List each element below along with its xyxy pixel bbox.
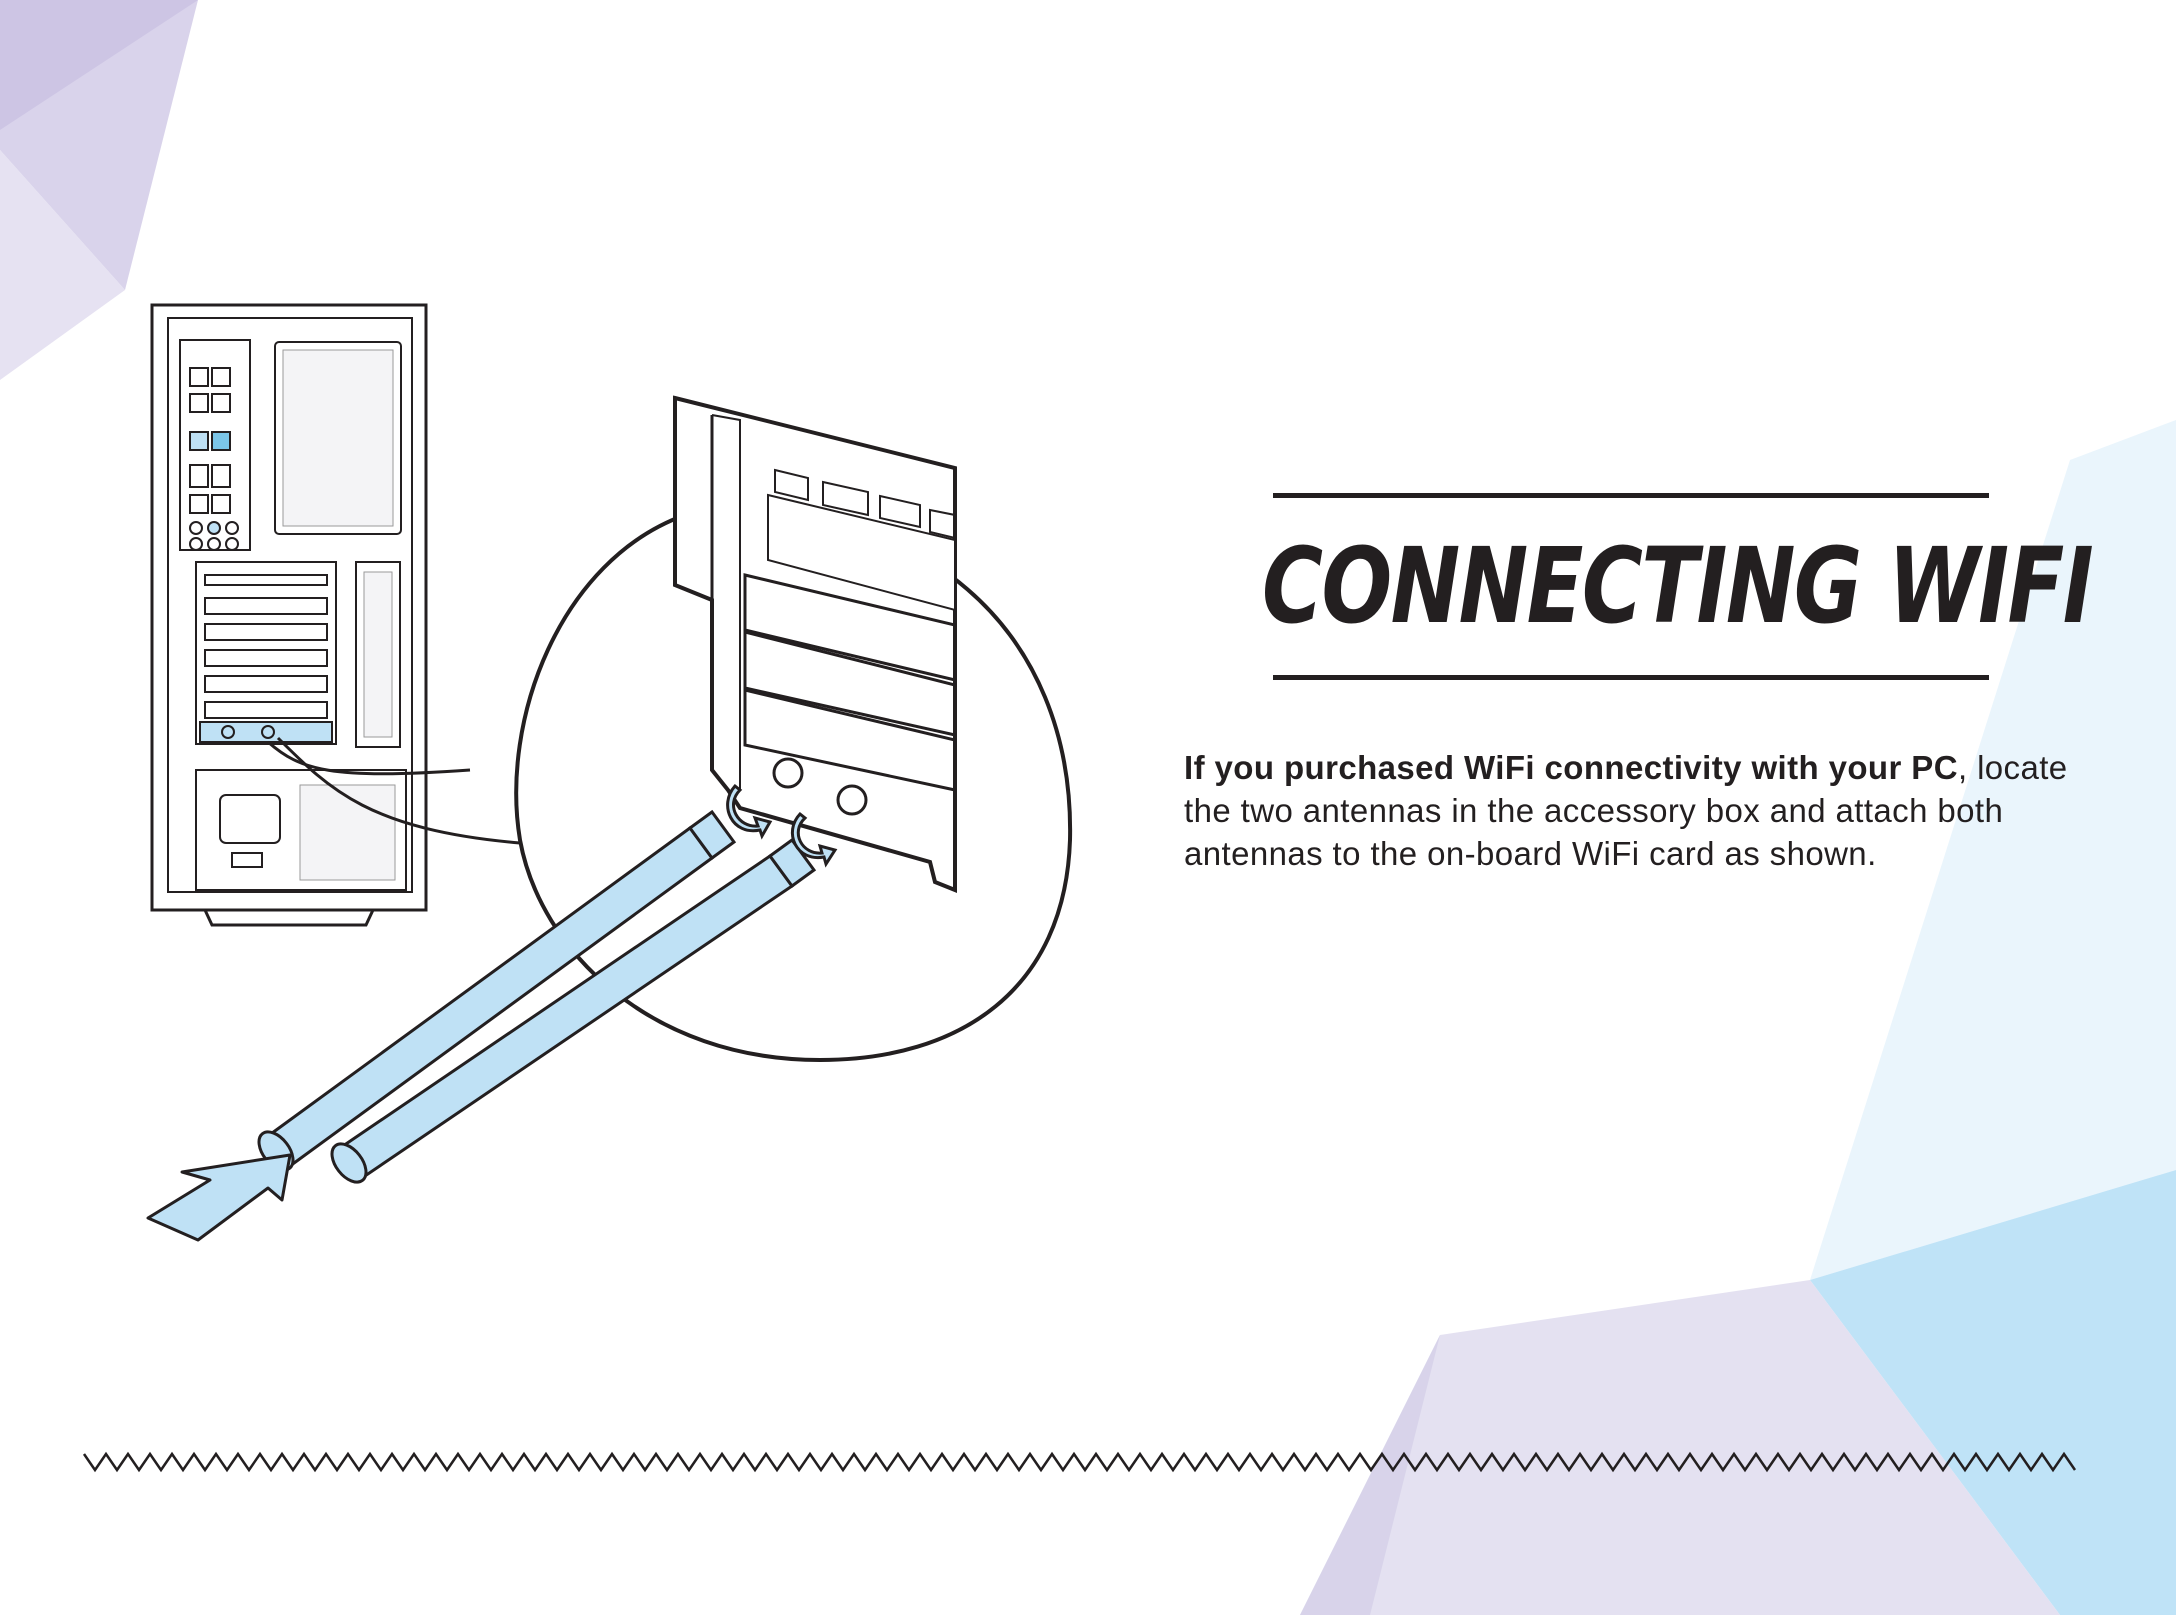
instructions-text: If you purchased WiFi connectivity with … <box>1184 746 2124 875</box>
instructions-bold: If you purchased WiFi connectivity with … <box>1184 749 1958 786</box>
zigzag-divider <box>82 1451 2077 1473</box>
callout-leader <box>276 736 521 845</box>
pc-tower-rear <box>150 303 428 927</box>
page-title: CONNECTING WIFI <box>1262 525 2094 647</box>
title-rule-bottom <box>1273 675 1989 680</box>
title-rule-top <box>1273 493 1989 498</box>
antenna-2 <box>330 837 817 1184</box>
zigzag-line <box>82 1451 2077 1473</box>
arrow-icon <box>146 1153 292 1242</box>
instructions-rest: , locate the two antennas in the accesso… <box>1184 749 2068 872</box>
wifi-card-bracket <box>673 395 957 893</box>
rotate-arrow-icon <box>726 783 838 868</box>
